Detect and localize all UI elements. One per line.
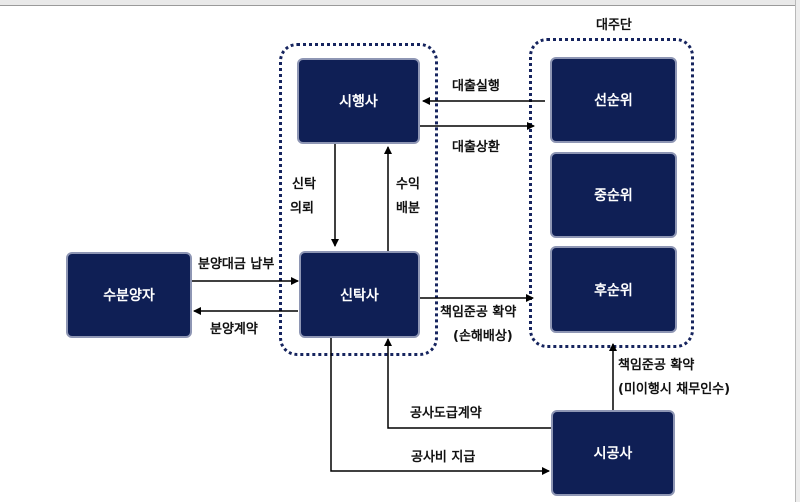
label-loan-repayment: 대출상환 xyxy=(452,140,500,155)
trustee-label: 신탁사 xyxy=(340,287,379,304)
trustee-node: 신탁사 xyxy=(299,251,420,338)
label-construction-payment: 공사비 지급 xyxy=(411,450,476,465)
mezzanine-lender-label: 중순위 xyxy=(594,188,633,204)
label-construction-contract: 공사도급계약 xyxy=(410,406,482,421)
label-trust-request-2: 의뢰 xyxy=(290,201,314,216)
window-top-border xyxy=(0,0,800,6)
arrow-construction-payment xyxy=(330,337,550,475)
label-sale-contract: 분양계약 xyxy=(210,322,258,337)
senior-lender-node: 선순위 xyxy=(550,57,677,143)
arrow-construction-contract xyxy=(384,338,552,429)
developer-label: 시행사 xyxy=(339,94,378,110)
junior-lender-label: 후순위 xyxy=(594,282,633,299)
lender-group-title: 대주단 xyxy=(596,18,632,33)
label-profit-distribution-1: 수익 xyxy=(396,177,420,192)
contractor-label: 시공사 xyxy=(593,446,633,462)
developer-node: 시행사 xyxy=(297,58,420,144)
label-profit-distribution-2: 배분 xyxy=(396,201,420,216)
label-loan-execution: 대출실행 xyxy=(452,79,500,94)
buyer-label: 수분양자 xyxy=(103,288,155,304)
label-contractor-guarantee-2: (미이행시 채무인수) xyxy=(618,382,731,397)
label-completion-guarantee-1: 책임준공 확약 xyxy=(440,305,517,320)
mezzanine-lender-node: 중순위 xyxy=(550,152,677,238)
senior-lender-label: 선순위 xyxy=(594,93,633,109)
window-right-border xyxy=(795,0,800,502)
developer-trustee-group xyxy=(279,43,438,356)
label-trust-request-1: 신탁 xyxy=(292,177,316,192)
label-sale-payment: 분양대금 납부 xyxy=(198,257,275,272)
buyer-node: 수분양자 xyxy=(66,252,192,338)
label-completion-guarantee-2: (손해배상) xyxy=(453,329,513,344)
label-contractor-guarantee-1: 책임준공 확약 xyxy=(618,358,695,373)
contractor-node: 시공사 xyxy=(551,410,675,496)
junior-lender-node: 후순위 xyxy=(550,246,677,333)
